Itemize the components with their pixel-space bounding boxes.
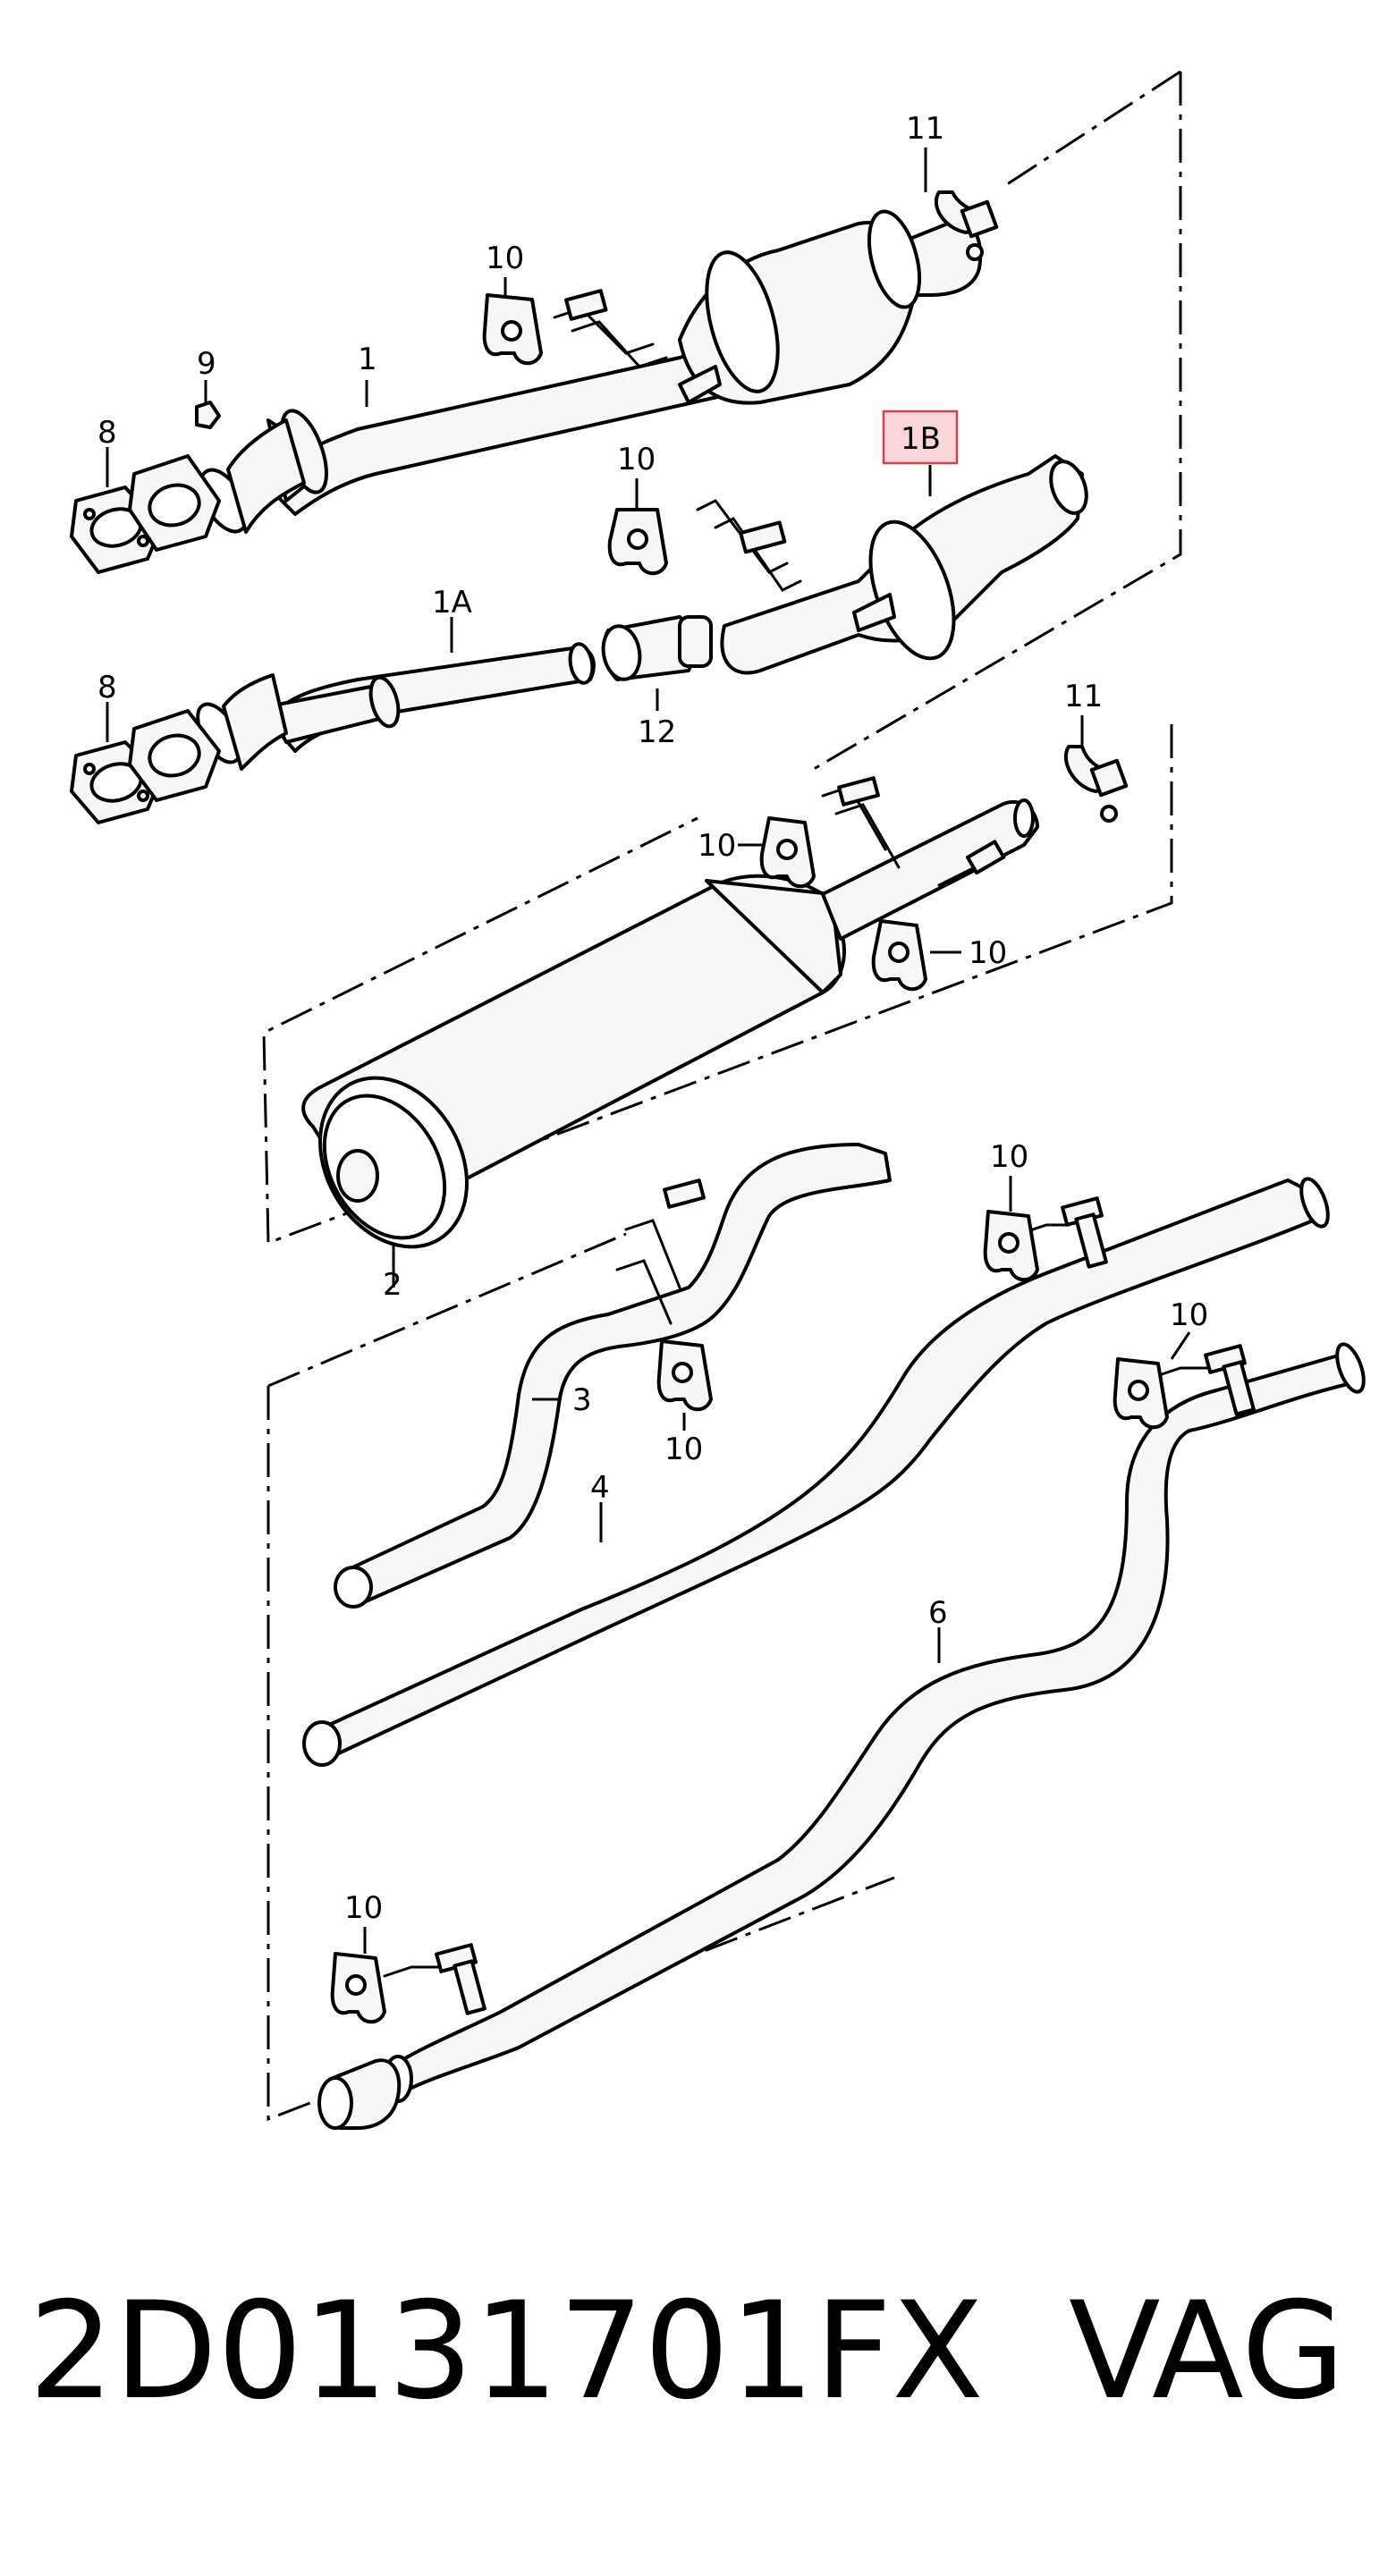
rubber-mount-10-middle-b <box>871 919 927 992</box>
hanger-bracket-middle <box>821 776 1006 887</box>
rubber-mount-10-rear-c <box>1113 1357 1169 1430</box>
front-pipe-1 <box>199 347 744 534</box>
clamp-11-middle <box>1063 745 1129 823</box>
callout-11-top: 11 <box>906 111 944 147</box>
callout-10-1B: 10 <box>617 442 656 477</box>
callout-1: 1 <box>358 342 377 377</box>
rubber-mount-10-rear-d <box>330 1952 386 2024</box>
callout-1A: 1A <box>432 585 472 621</box>
tail-pipe-3 <box>334 1143 892 1609</box>
rubber-mount-10-1B <box>607 508 668 576</box>
hanger-bracket-rear-d <box>383 1943 486 2015</box>
rubber-mount-10-rear-b <box>656 1339 713 1412</box>
nut-9 <box>195 401 221 429</box>
front-pipe-1A <box>196 642 596 771</box>
assembly-frame-rear <box>267 1232 895 2122</box>
tail-pipe-6-end <box>317 2058 402 2130</box>
hanger-bracket-rear-a <box>615 1178 706 1325</box>
catalytic-converter-1B <box>720 454 1088 675</box>
callout-10-rear-a: 10 <box>990 1139 1028 1175</box>
hanger-bracket-top <box>553 289 668 368</box>
callout-12: 12 <box>638 714 676 750</box>
clamp-12 <box>601 615 713 681</box>
muffler-2 <box>301 798 1039 1249</box>
callout-8-top: 8 <box>97 415 117 451</box>
callout-10-rear-c: 10 <box>1170 1297 1208 1333</box>
callout-highlight-1B <box>882 410 959 465</box>
callout-10-middle-b: 10 <box>969 935 1007 971</box>
hanger-bracket-rear-c <box>1152 1344 1256 1416</box>
leader-lines <box>106 148 1191 1954</box>
rubber-mount-10-rear-a <box>983 1210 1039 1282</box>
catalytic-converter-1 <box>678 209 983 405</box>
flange-bottom <box>128 709 221 802</box>
callout-6: 6 <box>928 1595 948 1631</box>
rubber-mount-10-top <box>482 293 543 366</box>
assembly-frame-middle <box>262 724 1173 1246</box>
brand-name: VAG <box>1069 2274 1346 2429</box>
tail-pipe-4 <box>302 1177 1330 1767</box>
callout-9: 9 <box>197 346 216 382</box>
callout-4: 4 <box>590 1470 610 1506</box>
flange-top <box>128 454 221 552</box>
part-number: 2D0131701FX <box>29 2274 985 2429</box>
rubber-mount-10-middle-a <box>759 816 816 889</box>
callout-2: 2 <box>383 1267 402 1303</box>
clamp-11-top <box>934 190 999 261</box>
callout-3: 3 <box>572 1382 592 1418</box>
callout-11-middle: 11 <box>1064 679 1103 714</box>
callout-10-rear-b: 10 <box>664 1432 703 1467</box>
callout-1B: 1B <box>901 421 941 457</box>
tail-pipe-6 <box>383 1342 1366 2103</box>
callout-labels: 1 1A 1B 2 3 4 6 8 8 9 10 10 10 10 10 10 … <box>97 111 1208 1926</box>
callout-10-rear-d: 10 <box>344 1890 383 1926</box>
callout-8-bottom: 8 <box>97 670 117 705</box>
hanger-bracket-1B <box>696 499 802 592</box>
assembly-frame-front <box>813 70 1182 771</box>
callout-10-top: 10 <box>486 241 524 276</box>
callout-10-middle-a: 10 <box>698 828 736 864</box>
